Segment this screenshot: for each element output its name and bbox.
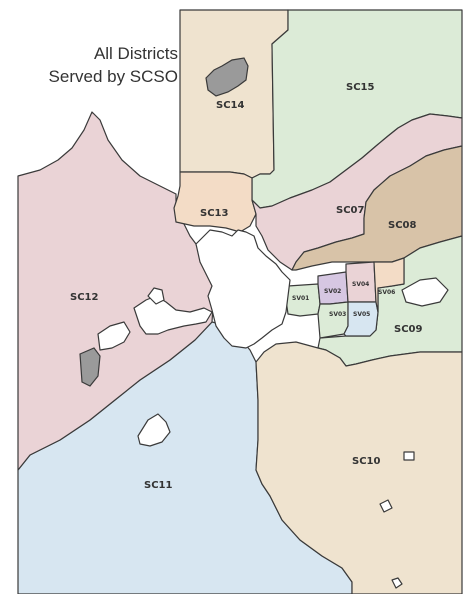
map-title-line-2: Served by SCSO: [48, 67, 178, 86]
city-se-island-c: [391, 577, 403, 589]
district-SC13-shape[interactable]: [173, 171, 257, 233]
label-SV06: SV06: [378, 289, 395, 296]
district-SC12-shape[interactable]: [17, 111, 215, 471]
city-east-island: [401, 277, 449, 307]
district-SC10-shape[interactable]: [255, 341, 463, 595]
city-south-island: [137, 413, 171, 447]
district-SV03-shape[interactable]: [317, 301, 349, 339]
label-SC09: SC09: [394, 324, 422, 335]
city-se-island-a: [403, 451, 415, 461]
label-SC10: SC10: [352, 456, 380, 467]
label-SC11: SC11: [144, 480, 172, 491]
district-SV03[interactable]: [317, 301, 349, 339]
label-SV01: SV01: [292, 295, 309, 302]
city-se-island-b: [379, 499, 393, 513]
district-SV05-shape[interactable]: [343, 301, 379, 337]
district-SC14[interactable]: [179, 9, 289, 179]
district-SV06[interactable]: [373, 257, 405, 313]
label-SC14: SC14: [216, 100, 244, 111]
label-SC13: SC13: [200, 208, 228, 219]
label-SV05: SV05: [353, 311, 370, 318]
district-SC10[interactable]: [255, 341, 463, 595]
district-SV06-shape[interactable]: [373, 257, 405, 313]
label-SC08: SC08: [388, 220, 416, 231]
district-SC14-shape[interactable]: [179, 9, 289, 179]
label-SV02: SV02: [324, 288, 341, 295]
city-west-island: [147, 287, 165, 305]
unincorporated-patch-north: [205, 57, 249, 97]
label-SC07: SC07: [336, 205, 364, 216]
district-SC13[interactable]: [173, 171, 257, 233]
district-SV05[interactable]: [343, 301, 379, 337]
label-SV03: SV03: [329, 311, 346, 318]
label-SV04: SV04: [352, 281, 369, 288]
district-SC12[interactable]: [17, 111, 215, 471]
map-title: All Districts Served by SCSO: [18, 42, 178, 88]
unincorporated-patch-west: [79, 347, 101, 387]
label-SC15: SC15: [346, 82, 374, 93]
city-west-fragment: [97, 321, 131, 351]
label-SC12: SC12: [70, 292, 98, 303]
city-core: [195, 229, 291, 349]
map-title-line-1: All Districts: [93, 44, 178, 63]
